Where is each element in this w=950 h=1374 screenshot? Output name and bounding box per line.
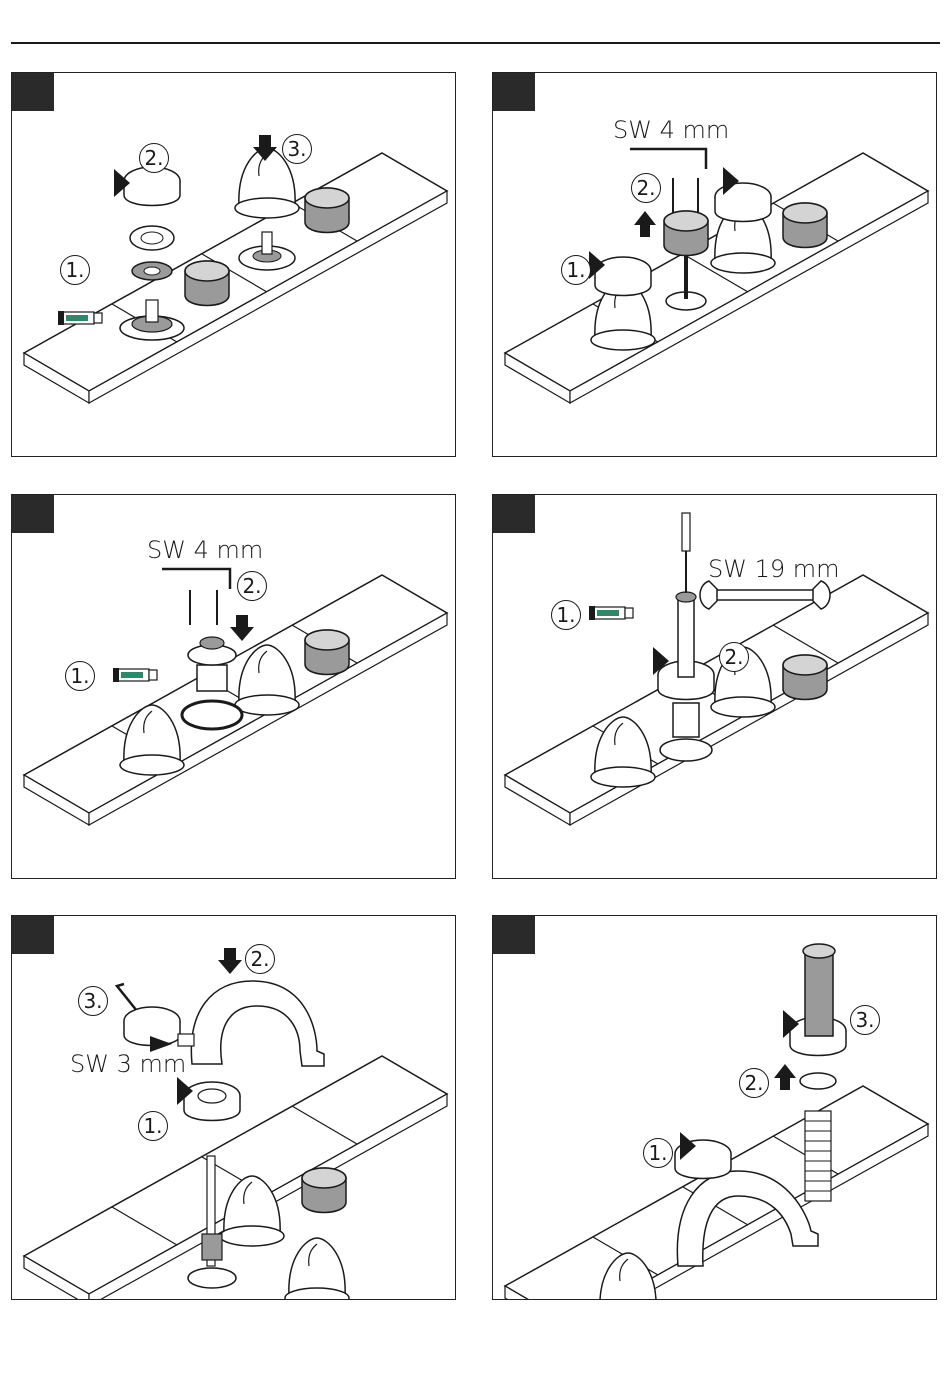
step-4-illustration bbox=[493, 495, 937, 879]
step-panel-4: SW 19 mm 1. 2. bbox=[492, 494, 937, 879]
step-marker-3: 3. bbox=[78, 986, 108, 1016]
step-5-illustration bbox=[12, 916, 456, 1300]
wrench-size-label: SW 4 mm bbox=[147, 538, 263, 562]
step-marker-1: 1. bbox=[138, 1111, 168, 1141]
hex-key-icon bbox=[630, 149, 706, 169]
step-marker-1: 1. bbox=[65, 661, 95, 691]
step-marker-2: 2. bbox=[719, 642, 749, 672]
step-panel-3: SW 4 mm 1. 2. bbox=[11, 494, 456, 879]
step-marker-3: 3. bbox=[282, 134, 312, 164]
wrench-size-label: SW 4 mm bbox=[613, 118, 729, 142]
step-marker-2: 2. bbox=[631, 173, 661, 203]
step-marker-2: 2. bbox=[739, 1068, 769, 1098]
step-marker-2: 2. bbox=[139, 143, 169, 173]
wrench-size-label: SW 3 mm bbox=[70, 1052, 186, 1076]
step-marker-1: 1. bbox=[643, 1138, 673, 1168]
step-marker-3: 3. bbox=[850, 1005, 880, 1035]
step-marker-1: 1. bbox=[551, 600, 581, 630]
hex-key-icon bbox=[117, 984, 137, 1011]
wrench-size-label: SW 19 mm bbox=[708, 557, 840, 581]
hose-icon bbox=[805, 1111, 831, 1201]
step-marker-2: 2. bbox=[237, 571, 267, 601]
step-marker-1: 1. bbox=[60, 255, 90, 285]
step-panel-1: 1. 2. 3. bbox=[11, 72, 456, 457]
step-marker-2: 2. bbox=[245, 944, 275, 974]
top-rule bbox=[11, 42, 940, 44]
spout-icon bbox=[191, 981, 324, 1066]
step-6-illustration bbox=[493, 916, 937, 1300]
step-panel-5: SW 3 mm 1. 2. 3. bbox=[11, 915, 456, 1300]
step-panel-2: SW 4 mm 1. 2. bbox=[492, 72, 937, 457]
hex-key-icon bbox=[162, 569, 230, 589]
step-marker-1: 1. bbox=[561, 255, 591, 285]
step-panel-6: 1. 2. 3. bbox=[492, 915, 937, 1300]
